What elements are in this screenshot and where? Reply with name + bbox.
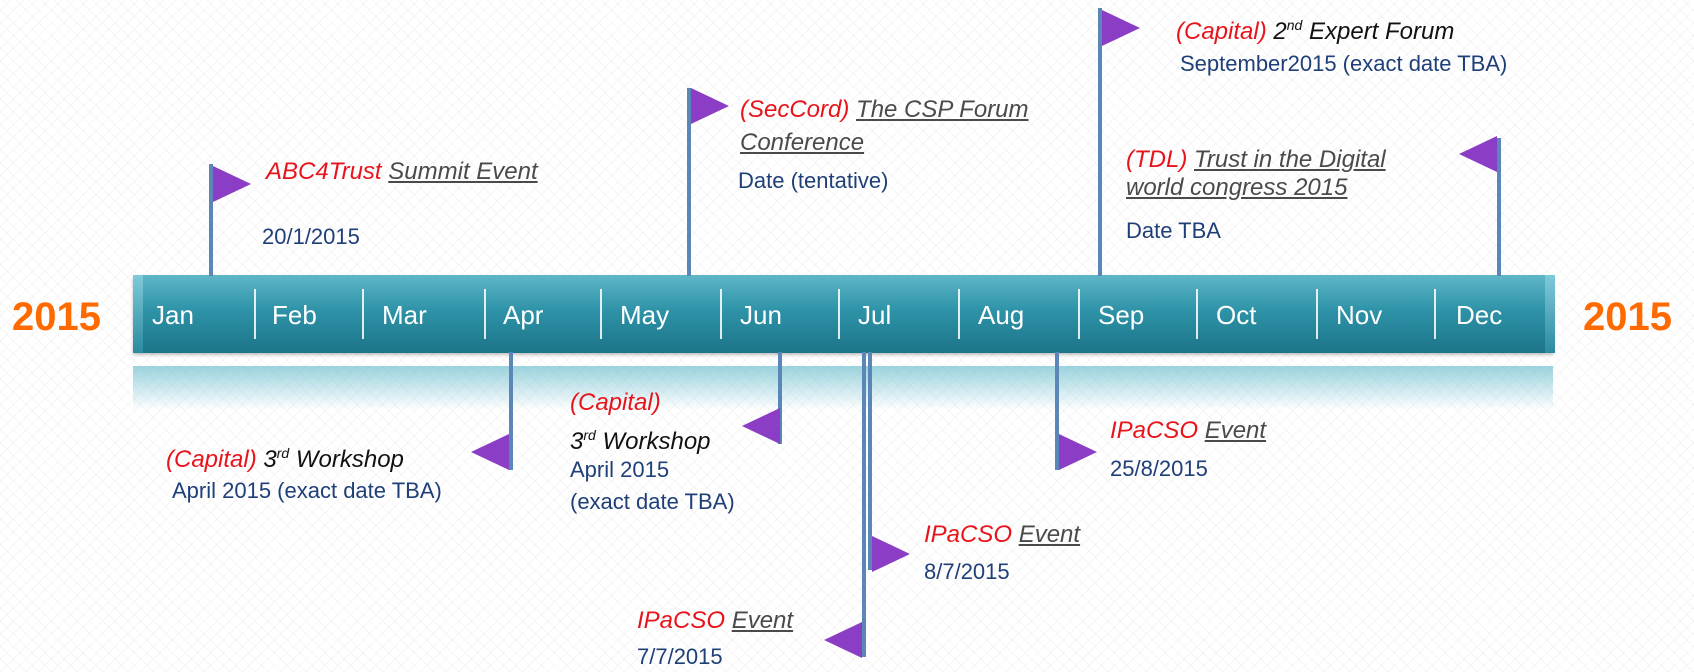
event-date-capital-workshop-jun-2: (exact date TBA) [570, 489, 735, 514]
event-pole [1497, 138, 1501, 276]
flag-icon [1102, 10, 1140, 46]
timeline-left-cap [133, 275, 143, 353]
event-date-ipacso-jul7: 7/7/2015 [637, 644, 723, 669]
event-date-ipacso-aug: 25/8/2015 [1110, 456, 1208, 481]
event-title-abc4trust: ABC4Trust Summit Event [266, 158, 538, 185]
timeline-reflection [133, 366, 1553, 410]
month-separator [484, 289, 486, 339]
month-label-dec: Dec [1456, 300, 1503, 330]
event-pole [1055, 352, 1059, 470]
month-separator [362, 289, 364, 339]
month-label-aug: Aug [978, 300, 1025, 330]
month-separator [720, 289, 722, 339]
month-separator [1316, 289, 1318, 339]
flag-icon [742, 408, 780, 444]
flag-icon [1059, 434, 1097, 470]
flag-icon [824, 622, 862, 658]
month-label-mar: Mar [382, 300, 427, 330]
event-pole [1098, 8, 1102, 276]
event-title-ipacso-jul7: IPaCSO Event [637, 607, 794, 634]
event-title-capital-workshop-apr: (Capital) 3rd Workshop [166, 445, 404, 473]
flag-icon [691, 88, 729, 124]
timeline-right-cap [1545, 275, 1555, 353]
month-label-sep: Sep [1098, 300, 1145, 330]
flag-icon [872, 536, 910, 572]
month-separator [1196, 289, 1198, 339]
event-title-ipacso-jul8: IPaCSO Event [924, 521, 1081, 548]
year-label-left: 2015 [12, 295, 101, 339]
event-title-ipacso-aug: IPaCSO Event [1110, 417, 1267, 444]
event-date-capital-workshop-jun: April 2015 [570, 457, 670, 482]
month-separator [1434, 289, 1436, 339]
event-date-capital-workshop-apr: April 2015 (exact date TBA) [172, 478, 442, 503]
event-date-ipacso-jul8: 8/7/2015 [924, 559, 1010, 584]
event-title-capital-forum: (Capital) 2nd Expert Forum [1176, 17, 1455, 45]
event-date-seccord: Date (tentative) [738, 168, 889, 193]
event-pole [862, 352, 866, 657]
month-label-jul: Jul [858, 300, 892, 330]
event-date-abc4trust: 20/1/2015 [262, 224, 360, 249]
event-pole [868, 352, 872, 570]
flag-icon [213, 166, 251, 202]
month-separator [1078, 289, 1080, 339]
event-pole [209, 164, 213, 276]
month-label-apr: Apr [503, 300, 544, 330]
month-label-feb: Feb [272, 300, 317, 330]
event-date-tdl: Date TBA [1126, 218, 1221, 243]
month-label-may: May [620, 300, 670, 330]
month-separator [254, 289, 256, 339]
month-label-jan: Jan [152, 300, 194, 330]
flag-icon [471, 434, 509, 470]
month-label-oct: Oct [1216, 300, 1257, 330]
event-pole [509, 352, 513, 470]
year-label-right: 2015 [1583, 295, 1672, 339]
event-pole [687, 88, 691, 276]
month-separator [958, 289, 960, 339]
month-label-jun: Jun [740, 300, 782, 330]
event-date-capital-forum: September2015 (exact date TBA) [1180, 51, 1508, 76]
event-pole [778, 352, 782, 444]
month-separator [600, 289, 602, 339]
event-title-capital-workshop-jun: (Capital)3rd Workshop [570, 389, 711, 455]
month-label-nov: Nov [1336, 300, 1383, 330]
flag-icon [1459, 136, 1497, 172]
month-separator [838, 289, 840, 339]
